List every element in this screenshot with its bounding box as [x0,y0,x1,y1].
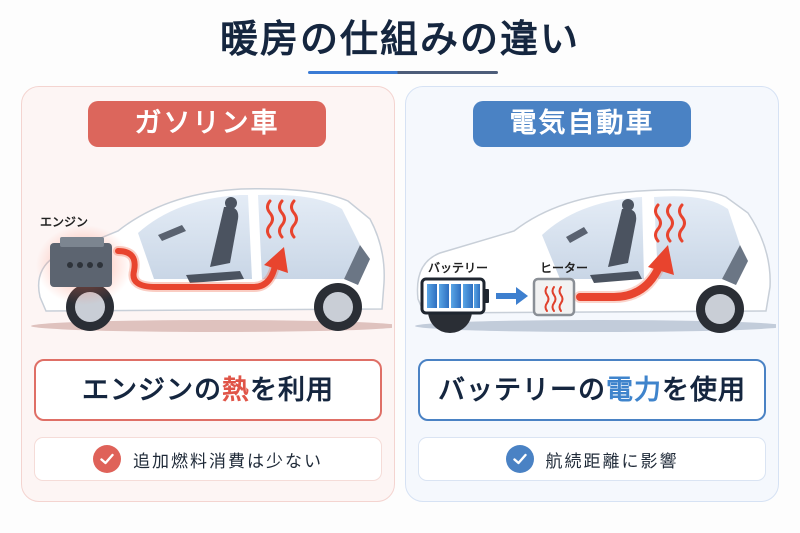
ev-car-illustration [415,189,785,333]
engine-label: エンジン [40,215,89,229]
gasoline-note: 追加燃料消費は少ない [34,437,382,481]
ev-heating-statement: バッテリーの電力を使用 [418,359,766,421]
statement-text: を利用 [250,375,334,406]
gasoline-heating-statement: エンジンの熱を利用 [34,359,382,421]
note-text: 追加燃料消費は少ない [133,451,323,472]
ev-badge: 電気自動車 [473,101,691,147]
check-circle-icon [93,445,121,473]
title-underline [308,71,498,74]
statement-highlight: 熱 [222,375,250,406]
check-circle-icon [505,445,534,473]
ev-note: 航続距離に影響 [418,437,766,481]
gasoline-car-panel: ガソリン車 [21,86,401,502]
ev-diagram: バッテリー ヒーター [410,179,785,339]
statement-text: エンジンの [82,375,222,406]
ev-panel: 電気自動車 [405,86,785,502]
statement-text: バッテリーの [438,375,606,406]
gasoline-car-diagram: エンジン [26,179,401,339]
gasoline-car-illustration [31,188,401,332]
page-title: 暖房の仕組みの違い [219,17,580,61]
statement-text: を使用 [662,375,746,406]
battery-label: バッテリー [428,261,489,275]
statement-highlight: 電力 [606,375,662,406]
gasoline-car-badge: ガソリン車 [88,101,326,147]
note-text: 航続距離に影響 [545,451,679,472]
heater-label: ヒーター [540,261,589,275]
